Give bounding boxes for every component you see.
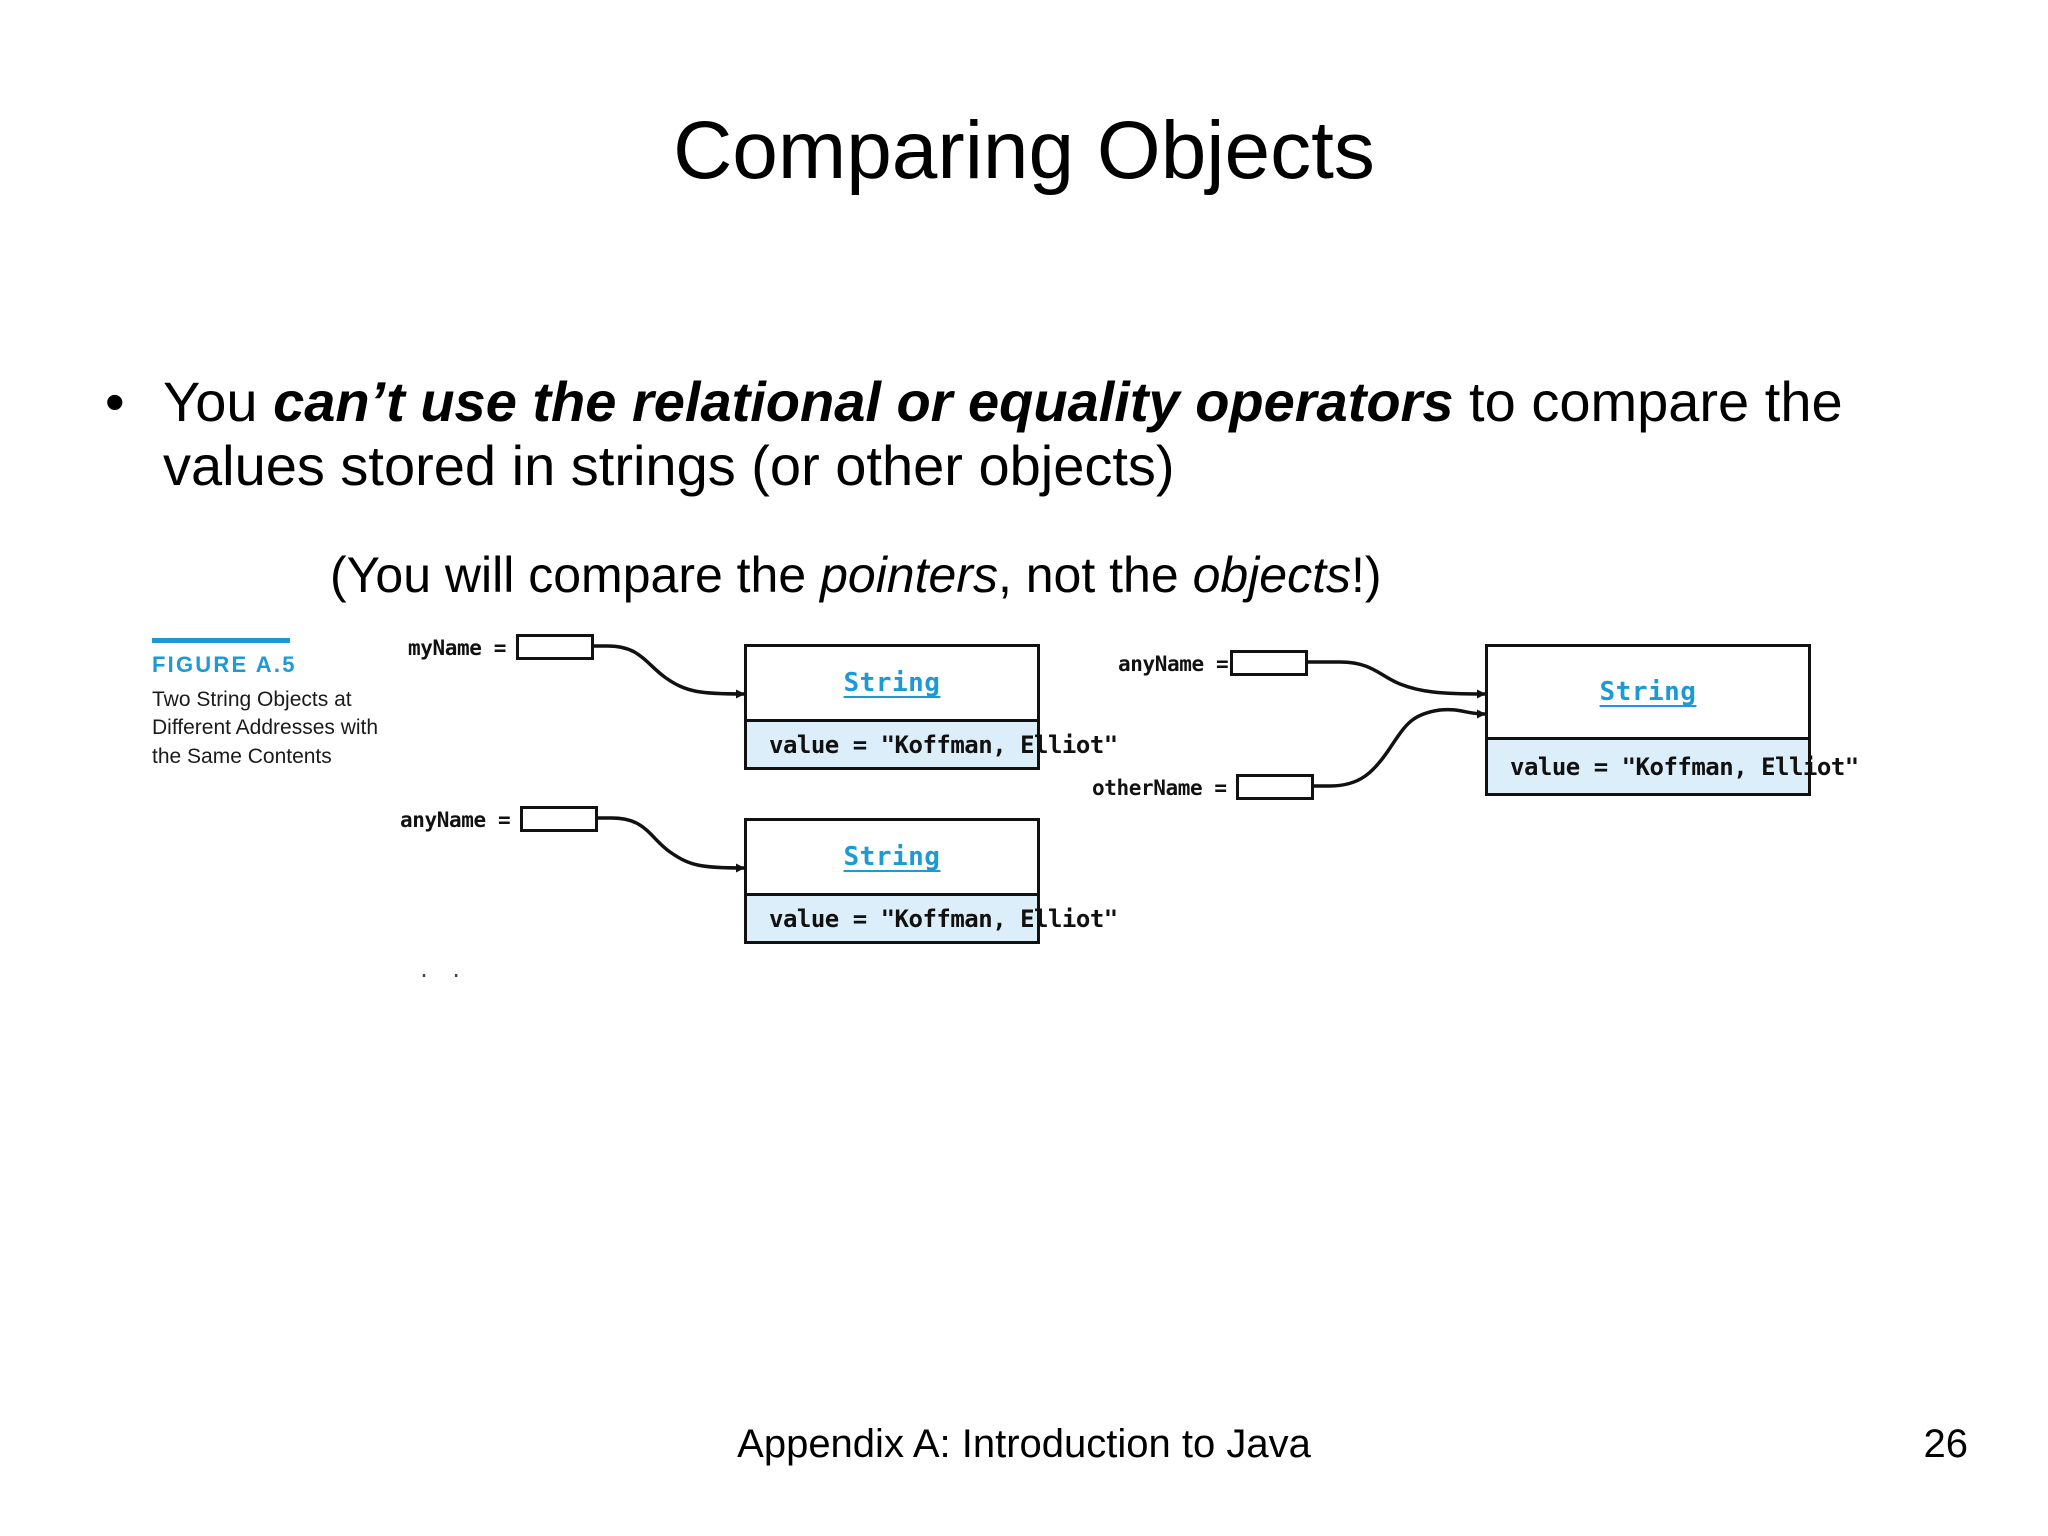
object-class-name: String <box>843 842 941 872</box>
object-field-text: value = "Koffman, Elliot" <box>769 730 1118 759</box>
ellipsis-mark: . . <box>418 958 467 982</box>
object-class-name: String <box>1599 677 1697 707</box>
variable-label-anyname-right: anyName = <box>1118 652 1229 676</box>
figure-rule <box>152 638 290 643</box>
sub-note-italic-pointers: pointers <box>820 547 998 603</box>
object-header-1: String <box>747 647 1037 719</box>
object-field-text: value = "Koffman, Elliot" <box>1510 752 1859 781</box>
object-header-2: String <box>747 821 1037 893</box>
object-field-text: value = "Koffman, Elliot" <box>769 904 1118 933</box>
object-box-string-3: String value = "Koffman, Elliot" <box>1485 644 1859 796</box>
figure-label: FIGURE A.5 <box>152 652 297 677</box>
object-box-string-2: String value = "Koffman, Elliot" <box>744 818 1118 944</box>
object-class-name: String <box>843 668 941 698</box>
page-title: Comparing Objects <box>673 105 1375 196</box>
arrow-othername <box>1290 707 1486 788</box>
object-field-2: value = "Koffman, Elliot" <box>747 893 1118 941</box>
bullet-list: • You can’t use the relational or equali… <box>105 370 1945 498</box>
arrow-anyname-left <box>555 816 745 873</box>
object-box-string-1: String value = "Koffman, Elliot" <box>744 644 1118 770</box>
variable-label-myname: myName = <box>408 636 506 660</box>
sub-note-suffix: !) <box>1351 547 1382 603</box>
bullet-text: You can’t use the relational or equality… <box>163 370 1945 498</box>
figure-description: Two String Objects at Different Addresse… <box>152 688 379 768</box>
arrow-anyname-right <box>1290 660 1486 699</box>
variable-label-othername: otherName = <box>1092 776 1227 800</box>
sub-note-prefix: (You will compare the <box>330 547 821 603</box>
sub-note-italic-objects: objects <box>1192 547 1351 603</box>
object-field-1: value = "Koffman, Elliot" <box>747 719 1118 767</box>
object-field-3: value = "Koffman, Elliot" <box>1488 737 1859 793</box>
reference-cell-anyname-left <box>520 806 598 832</box>
bullet-marker: • <box>105 370 125 433</box>
bullet-emphasis: can’t use the relational or equality ope… <box>273 370 1454 433</box>
reference-cell-myname <box>516 634 594 660</box>
sub-note-middle: , not the <box>997 547 1193 603</box>
page-number: 26 <box>1923 1422 1969 1466</box>
bullet-tail: to compare the values stored in strings … <box>163 370 1843 497</box>
arrow-myname <box>555 644 745 699</box>
figure-caption: FIGURE A.5 Two String Objects at Differe… <box>152 638 412 771</box>
sub-note: (You will compare the pointers, not the … <box>330 548 1382 603</box>
bullet-lead: You <box>163 370 274 433</box>
object-header-3: String <box>1488 647 1808 737</box>
footer-label: Appendix A: Introduction to Java <box>737 1422 1311 1466</box>
reference-cell-othername <box>1236 774 1314 800</box>
reference-cell-anyname-right <box>1230 650 1308 676</box>
bullet-item: • You can’t use the relational or equali… <box>105 370 1945 498</box>
variable-label-anyname-left: anyName = <box>400 808 511 832</box>
